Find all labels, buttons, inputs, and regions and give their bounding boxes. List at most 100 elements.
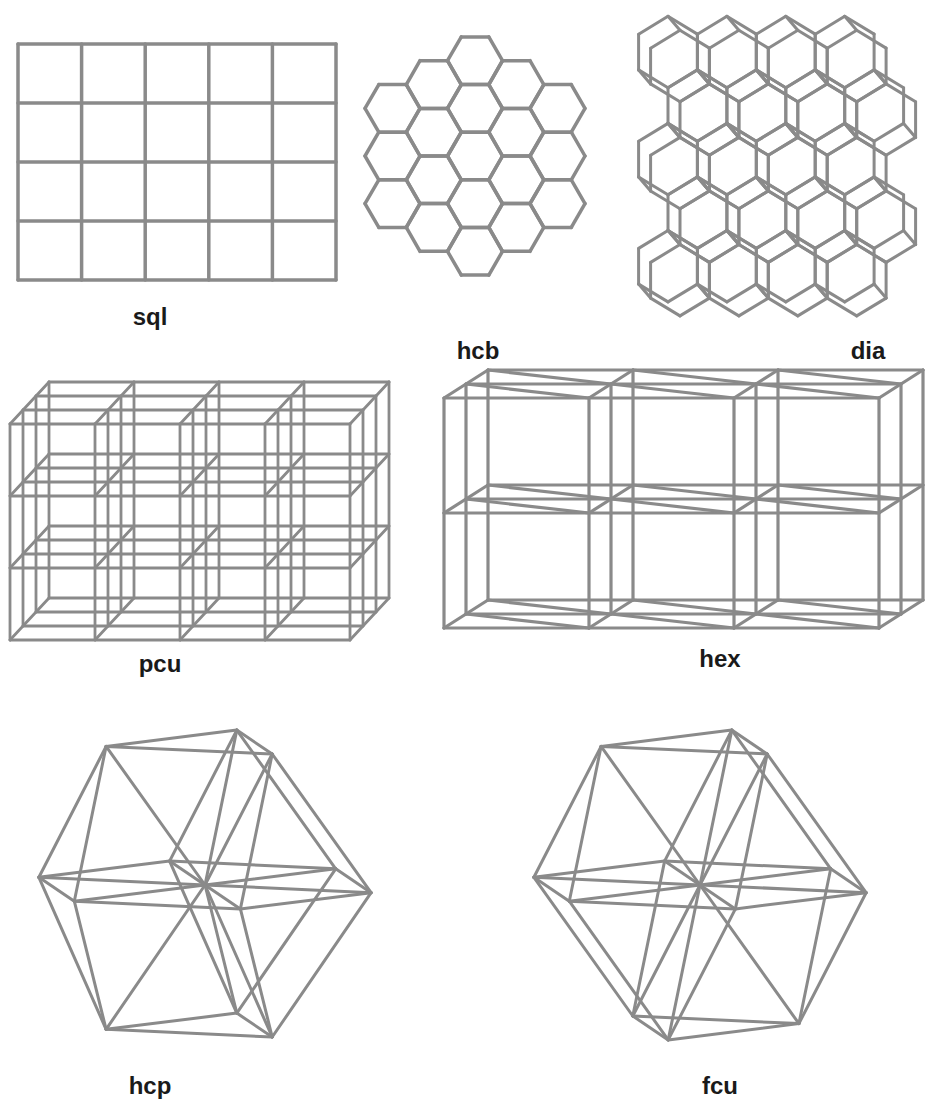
net-bond bbox=[754, 384, 757, 614]
net-bond bbox=[534, 861, 665, 877]
net-bond bbox=[857, 84, 886, 102]
net-bond bbox=[237, 1013, 272, 1037]
net-bond bbox=[601, 746, 767, 754]
net-bond bbox=[350, 526, 389, 568]
net-bond bbox=[265, 382, 304, 424]
net-bond bbox=[272, 754, 371, 893]
net-bond bbox=[448, 61, 462, 85]
net-bond bbox=[799, 869, 831, 1024]
net-bond bbox=[362, 410, 365, 626]
net-bond bbox=[461, 226, 489, 230]
net-bond bbox=[489, 204, 503, 228]
net-bond bbox=[611, 384, 734, 398]
net-bond bbox=[756, 16, 786, 34]
net-bond bbox=[799, 893, 866, 1024]
net-bond bbox=[544, 130, 572, 134]
dia-net bbox=[639, 16, 916, 316]
net-bond bbox=[379, 130, 407, 134]
net-bond bbox=[205, 869, 336, 885]
net-bond bbox=[727, 70, 756, 88]
net-bond bbox=[855, 102, 858, 138]
net-bond bbox=[633, 861, 665, 1016]
net-bond bbox=[569, 746, 601, 901]
net-bond bbox=[697, 123, 727, 141]
net-bond bbox=[737, 102, 740, 138]
net-bond bbox=[205, 396, 208, 612]
net-bond bbox=[290, 396, 293, 612]
net-label: sql bbox=[133, 303, 168, 331]
net-bond bbox=[601, 730, 732, 746]
net-bond bbox=[737, 209, 740, 245]
net-bond bbox=[448, 108, 462, 132]
net-bond bbox=[737, 209, 740, 245]
net-bond bbox=[388, 382, 391, 598]
net-bond bbox=[534, 877, 633, 1016]
net-bond bbox=[461, 178, 489, 182]
net-bond bbox=[815, 177, 827, 191]
net-bond bbox=[798, 191, 827, 209]
net-bond bbox=[406, 108, 420, 132]
net-bond bbox=[420, 154, 448, 158]
net-bond bbox=[448, 180, 462, 204]
net-bond bbox=[815, 231, 845, 249]
net-bond bbox=[827, 245, 857, 263]
net-bond bbox=[857, 191, 886, 209]
net-bond bbox=[857, 298, 886, 316]
net-bond bbox=[767, 155, 770, 191]
net-bond bbox=[697, 231, 727, 249]
net-bond bbox=[461, 226, 489, 230]
net-bond bbox=[277, 410, 280, 626]
net-bond bbox=[530, 108, 544, 132]
net-bond bbox=[106, 746, 272, 754]
net-bond bbox=[815, 70, 827, 84]
net-bond bbox=[240, 754, 272, 909]
net-bond bbox=[651, 30, 680, 48]
net-bond bbox=[857, 84, 886, 102]
net-bond bbox=[815, 231, 845, 249]
net-bond bbox=[815, 123, 845, 141]
net-bond bbox=[633, 485, 756, 499]
net-bond bbox=[756, 123, 786, 141]
net-label: hex bbox=[699, 645, 740, 673]
net-bond bbox=[827, 191, 857, 209]
net-bond bbox=[735, 754, 767, 909]
net-bond bbox=[668, 231, 680, 245]
net-bond bbox=[530, 204, 544, 228]
net-bond bbox=[827, 298, 857, 316]
net-bond bbox=[857, 245, 886, 263]
net-bond bbox=[350, 598, 389, 640]
net-bond bbox=[798, 298, 827, 316]
net-bond bbox=[107, 410, 110, 626]
net-bond bbox=[464, 384, 467, 614]
net-bond bbox=[874, 177, 886, 191]
net-bond bbox=[845, 70, 874, 88]
net-bond bbox=[786, 284, 815, 302]
net-bond bbox=[633, 1016, 668, 1040]
net-bond bbox=[874, 284, 886, 298]
net-bond bbox=[170, 861, 237, 1013]
net-bond bbox=[739, 137, 768, 155]
net-bond bbox=[815, 284, 827, 298]
net-bond bbox=[700, 885, 735, 909]
net-bond bbox=[237, 730, 272, 754]
net-bond bbox=[697, 177, 709, 191]
net-bond bbox=[680, 137, 709, 155]
net-bond bbox=[489, 180, 503, 204]
net-bond bbox=[375, 396, 378, 612]
net-bond bbox=[133, 382, 136, 598]
net-bond bbox=[756, 284, 768, 298]
net-bond bbox=[18, 160, 336, 164]
net-bond bbox=[857, 137, 886, 155]
net-bond bbox=[668, 177, 697, 195]
net-bond bbox=[845, 284, 874, 302]
net-bond bbox=[448, 85, 462, 109]
net-bond bbox=[530, 85, 544, 109]
net-bond bbox=[264, 424, 267, 640]
net-label: hcp bbox=[129, 1072, 172, 1100]
net-bond bbox=[796, 209, 799, 245]
net-bond bbox=[420, 59, 448, 63]
net-bond bbox=[727, 177, 756, 195]
net-bond bbox=[461, 178, 489, 182]
